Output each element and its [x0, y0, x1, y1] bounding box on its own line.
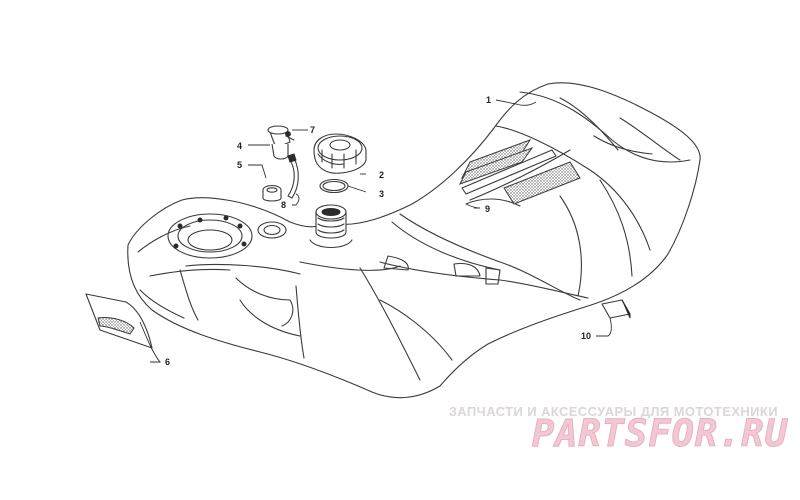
fuel-tank [127, 82, 701, 399]
callout-9: 9 [485, 204, 490, 214]
callout-1: 1 [486, 95, 491, 105]
callout-6: 6 [165, 357, 170, 367]
fuel-cap [313, 133, 367, 174]
leader-lines [139, 99, 612, 363]
watermark-caption: ЗАПЧАСТИ И АКСЕССУАРЫ ДЛЯ МОТОТЕХНИКИ [448, 404, 778, 419]
vent-valve [267, 125, 295, 160]
grip-pad-right [503, 161, 581, 205]
vent-hose [287, 153, 299, 199]
callout-8: 8 [281, 200, 286, 210]
callout-4: 4 [237, 141, 242, 151]
callout-2: 2 [379, 170, 384, 180]
grommet [262, 184, 282, 202]
heat-shield [85, 293, 153, 349]
callout-10: 10 [581, 331, 591, 341]
cap-gasket [319, 178, 349, 194]
callout-5: 5 [237, 160, 242, 170]
grip-pad-left [458, 139, 534, 185]
callout-7: 7 [310, 125, 315, 135]
watermark-logo: PARTSFOR.RU [531, 412, 788, 456]
tank-ridge [461, 149, 557, 195]
callout-3: 3 [379, 189, 384, 199]
foam-pad [601, 299, 631, 319]
